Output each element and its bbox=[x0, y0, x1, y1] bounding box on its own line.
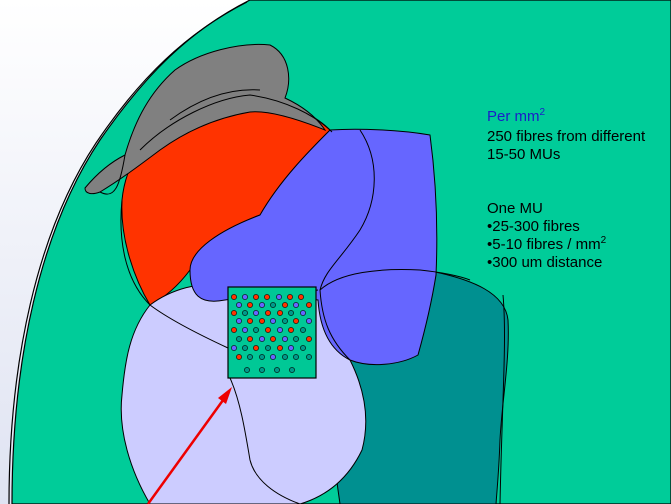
muscle-fibre-dot bbox=[300, 327, 306, 333]
one-mu-density-superscript: 2 bbox=[600, 235, 607, 246]
muscle-fibre-dot bbox=[306, 354, 312, 360]
muscle-fibre-dot bbox=[259, 354, 265, 360]
muscle-fibre-dot bbox=[259, 336, 265, 342]
motor-units-count-text: 15-50 MUs bbox=[487, 146, 561, 163]
muscle-fibre-dot bbox=[265, 327, 271, 333]
muscle-fibre-dot bbox=[289, 367, 295, 373]
muscle-fibre-dot bbox=[282, 302, 288, 308]
muscle-fibre-dot bbox=[244, 367, 250, 373]
muscle-fibre-dot bbox=[253, 294, 259, 300]
per-area-label: Per mm2 bbox=[487, 107, 546, 126]
muscle-fibre-dot bbox=[300, 345, 306, 351]
muscle-fibre-dot bbox=[270, 302, 276, 308]
one-mu-heading: One MU bbox=[487, 200, 543, 217]
muscle-fibre-dot bbox=[277, 327, 283, 333]
muscle-fibre-dot bbox=[277, 345, 283, 351]
muscle-fibre-dot bbox=[293, 318, 299, 324]
muscle-fibre-dot bbox=[231, 294, 237, 300]
muscle-fibre-dot bbox=[277, 310, 283, 316]
motor-unit-teal-edge bbox=[499, 294, 506, 504]
muscle-fibre-dot bbox=[293, 302, 299, 308]
muscle-fibre-dot bbox=[274, 367, 280, 373]
per-area-text: Per mm bbox=[487, 108, 540, 125]
muscle-edge-outline bbox=[8, 1, 248, 504]
muscle-fibre-dot bbox=[270, 318, 276, 324]
muscle-fibre-dot bbox=[282, 318, 288, 324]
one-mu-density-text: •5-10 fibres / mm bbox=[487, 236, 601, 253]
muscle-fibre-dot bbox=[288, 327, 294, 333]
muscle-fibre-dot bbox=[282, 354, 288, 360]
muscle-fibre-dot bbox=[253, 327, 259, 333]
muscle-fibre-dot bbox=[253, 310, 259, 316]
muscle-fibre-dot bbox=[298, 294, 304, 300]
one-mu-density-line: •5-10 fibres / mm2 bbox=[487, 235, 607, 254]
sample-area-square bbox=[227, 286, 317, 379]
muscle-fibre-dot bbox=[265, 310, 271, 316]
per-area-superscript: 2 bbox=[539, 107, 546, 118]
muscle-fibre-dot bbox=[287, 294, 293, 300]
muscle-fibre-dot bbox=[288, 345, 294, 351]
muscle-fibre-dot bbox=[231, 327, 237, 333]
muscle-fibre-dot bbox=[242, 294, 248, 300]
muscle-fibre-dot bbox=[253, 345, 259, 351]
electrode-arrow-head bbox=[218, 387, 232, 404]
motor-unit-blue bbox=[189, 128, 438, 365]
muscle-fibre-dot bbox=[236, 336, 242, 342]
muscle-fibre-dot bbox=[236, 318, 242, 324]
muscle-fibre-dot bbox=[306, 318, 312, 324]
muscle-fibre-dot bbox=[231, 310, 237, 316]
muscle-fibre-dot bbox=[242, 310, 248, 316]
muscle-fibre-dot bbox=[247, 318, 253, 324]
muscle-fibre-dot bbox=[236, 354, 242, 360]
muscle-fibre-dot bbox=[259, 318, 265, 324]
muscle-fibre-dot bbox=[264, 294, 270, 300]
muscle-fibre-dot bbox=[276, 294, 282, 300]
muscle-fibre-dot bbox=[300, 310, 306, 316]
muscle-fibre-dot bbox=[293, 336, 299, 342]
one-mu-distance-text: •300 um distance bbox=[487, 254, 603, 271]
fibre-dots bbox=[231, 294, 312, 373]
muscle-fibre-dot bbox=[306, 302, 312, 308]
muscle-fibre-dot bbox=[236, 302, 242, 308]
muscle-fibre-dot bbox=[247, 302, 253, 308]
muscle-fibre-dot bbox=[231, 345, 237, 351]
muscle-fibre-dot bbox=[265, 345, 271, 351]
muscle-fibre-dot bbox=[259, 367, 265, 373]
electrode-arrow-line bbox=[146, 395, 228, 504]
muscle-fibre-dot bbox=[247, 336, 253, 342]
muscle-fibre-dot bbox=[270, 336, 276, 342]
muscle-fibre-dot bbox=[242, 345, 248, 351]
muscle-fibre-dot bbox=[306, 336, 312, 342]
muscle-fibre-dot bbox=[259, 302, 265, 308]
one-mu-fibres-text: •25-300 fibres bbox=[487, 218, 580, 235]
motor-unit-gray bbox=[84, 44, 327, 195]
muscle-fibre-dot bbox=[270, 354, 276, 360]
muscle-fibre-dot bbox=[293, 354, 299, 360]
fibres-count-text: 250 fibres from different bbox=[487, 128, 646, 145]
muscle-fibre-dot bbox=[288, 310, 294, 316]
muscle-fibre-dot bbox=[242, 327, 248, 333]
muscle-fibre-dot bbox=[247, 354, 253, 360]
muscle-fibre-dot bbox=[282, 336, 288, 342]
